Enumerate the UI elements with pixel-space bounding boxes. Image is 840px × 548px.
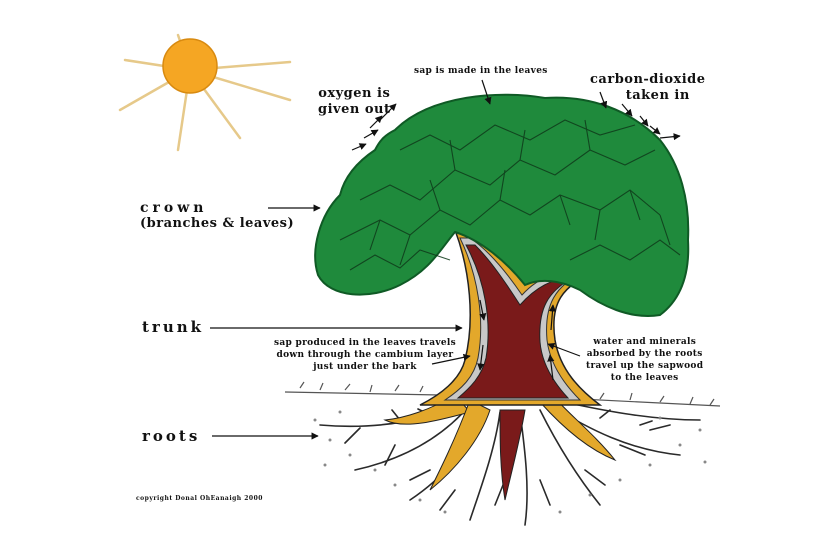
label-trunk: trunk (142, 318, 205, 336)
label-water-line1: water and minerals (593, 337, 697, 347)
crown-illustration (314, 93, 690, 317)
label-water-line4: to the leaves (610, 373, 679, 383)
label-sap-down: sap produced in the leaves travels down … (274, 337, 456, 373)
root-vascular (383, 394, 617, 501)
label-sap-down-line1: sap produced in the leaves travels (274, 338, 456, 348)
label-water-line3: travel up the sapwood (586, 361, 704, 371)
label-crown-line1: crown (140, 200, 208, 216)
label-co2-line1: carbon-dioxide (590, 72, 706, 87)
label-oxygen-line2: given out (318, 102, 391, 117)
label-arrows (210, 79, 681, 440)
copyright-text: copyright Donal OhEanaigh 2000 (136, 495, 263, 502)
label-roots: roots (142, 427, 201, 445)
label-sap-made: sap is made in the leaves (414, 66, 548, 76)
label-oxygen: oxygen is given out (318, 86, 390, 118)
label-co2-line2: taken in (625, 88, 690, 103)
label-oxygen-line1: oxygen is (318, 86, 391, 101)
label-sap-down-line2: down through the cambium layer (276, 350, 454, 360)
label-crown-line2: (branches & leaves) (140, 216, 295, 231)
ground (284, 381, 721, 407)
label-water-minerals: water and minerals absorbed by the roots… (586, 336, 703, 384)
label-water-line2: absorbed by the roots (586, 349, 703, 359)
sun-icon (118, 33, 292, 152)
label-carbon-dioxide: carbon-dioxide taken in (590, 72, 706, 104)
label-sap-down-line3: just under the bark (313, 362, 417, 372)
label-crown: crown (branches & leaves) (140, 200, 294, 231)
soil-dots (313, 410, 707, 514)
